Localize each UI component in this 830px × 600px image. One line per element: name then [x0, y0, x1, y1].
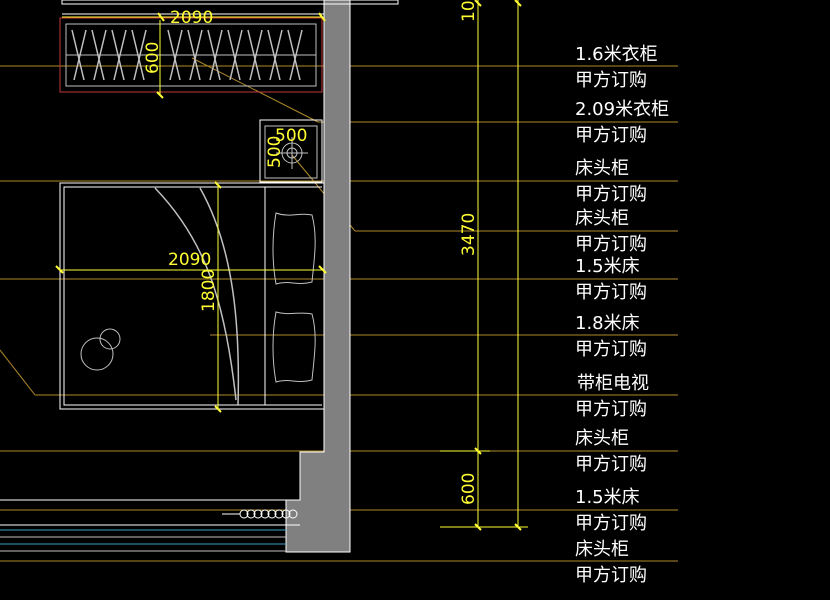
label-note-4: 甲方订购 [575, 282, 647, 303]
label-title-9: 床头柜 [575, 539, 629, 560]
coil-spring [222, 509, 298, 519]
top-segment-dim: 100 [459, 0, 479, 22]
nightstand-width-dim: 500 [275, 126, 307, 146]
label-note-0: 甲方订购 [575, 70, 647, 91]
wardrobe: 2090 600 [59, 0, 399, 99]
label-title-8: 1.5米床 [575, 487, 640, 508]
label-note-1: 甲方订购 [575, 125, 647, 146]
label-note-7: 甲方订购 [575, 454, 647, 475]
bottom-cabinet [0, 499, 300, 552]
label-title-7: 床头柜 [575, 428, 629, 449]
label-note-8: 甲方订购 [575, 513, 647, 534]
label-note-6: 甲方订购 [575, 399, 647, 420]
label-title-0: 1.6米衣柜 [575, 44, 658, 65]
vertical-dimensions [440, 0, 528, 531]
hangers [71, 29, 303, 81]
label-title-4: 1.5米床 [575, 256, 640, 277]
wardrobe-width-dim: 2090 [170, 8, 213, 28]
bed-depth-dim: 1800 [199, 269, 219, 312]
nightstand-depth-dim: 500 [265, 136, 285, 168]
overall-height-dim: 3470 [459, 213, 479, 256]
label-note-3: 甲方订购 [575, 234, 647, 255]
bed: 2090 1800 [55, 181, 327, 413]
label-title-5: 1.8米床 [575, 313, 640, 334]
wall [285, 0, 351, 553]
wardrobe-depth-dim: 600 [143, 42, 163, 74]
annotation-labels: 1.6米衣柜 甲方订购 2.09米衣柜 甲方订购 床头柜 甲方订购 床头柜 甲方… [575, 44, 669, 586]
label-note-9: 甲方订购 [575, 565, 647, 586]
label-note-2: 甲方订购 [575, 184, 647, 205]
label-title-1: 2.09米衣柜 [575, 99, 669, 120]
label-note-5: 甲方订购 [575, 339, 647, 360]
nightstand: 500 500 [259, 119, 323, 183]
label-title-3: 床头柜 [575, 208, 629, 229]
lower-segment-dim: 600 [459, 473, 479, 505]
label-title-6: 带柜电视 [577, 373, 649, 394]
label-title-2: 床头柜 [575, 158, 629, 179]
bed-width-dim: 2090 [168, 250, 211, 270]
